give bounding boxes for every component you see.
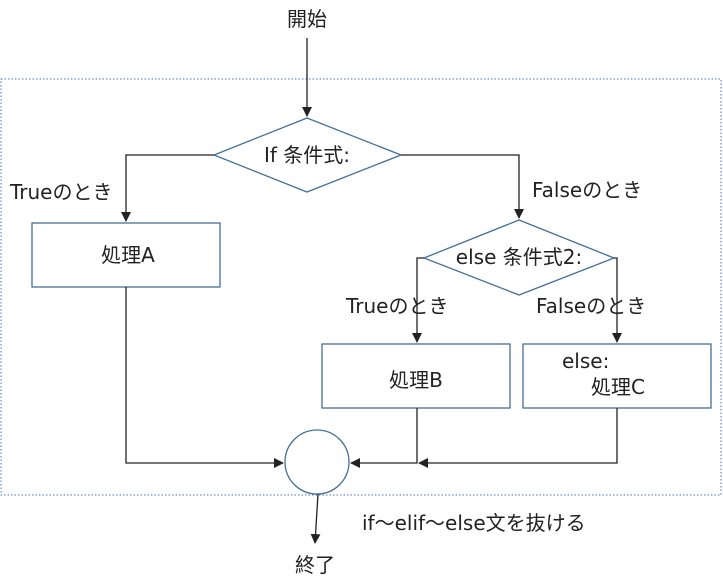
process-c-label: 処理C: [591, 375, 645, 399]
start-label: 開始: [287, 7, 327, 31]
edge-c-to-merge: [418, 408, 618, 468]
merge-connector: [284, 429, 350, 495]
edge-elif-false: [612, 257, 622, 343]
process-a-label: 処理A: [101, 243, 155, 267]
edge-if-false: [401, 154, 524, 219]
process-b-label: 処理B: [389, 368, 443, 392]
elif-condition-diamond: [422, 219, 616, 296]
edge-if-true: [121, 154, 214, 222]
if-false-label: Falseのとき: [532, 178, 642, 202]
exit-label: if～elif～else文を抜ける: [362, 511, 586, 535]
elif-false-label: Falseのとき: [536, 294, 646, 318]
end-label: 終了: [295, 553, 335, 577]
edge-a-to-merge: [125, 287, 284, 468]
elif-true-label: Trueのとき: [345, 294, 448, 318]
if-condition-diamond: [212, 117, 403, 193]
process-b-box: [321, 343, 511, 409]
process-c-box: [522, 343, 712, 409]
process-a-box: [31, 222, 221, 288]
if-block-region: [0, 78, 722, 496]
edge-b-to-merge: [350, 408, 418, 468]
else-label: else:: [562, 349, 609, 373]
if-true-label: Trueのとき: [9, 180, 112, 204]
elif-condition-label: else 条件式2:: [456, 245, 582, 269]
edge-elif-true: [412, 257, 424, 343]
if-condition-label: If 条件式:: [264, 143, 350, 167]
edge-merge-to-end: [310, 493, 321, 544]
